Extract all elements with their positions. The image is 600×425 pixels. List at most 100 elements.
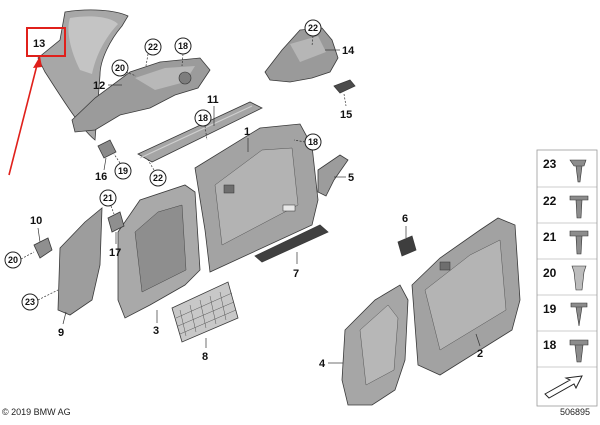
legend-icon-19 [570, 302, 588, 327]
part-6-shape [397, 235, 417, 257]
legend-num-23: 23 [543, 157, 557, 171]
part-12-label: 12 [93, 80, 105, 92]
legend-icon-22 [569, 195, 589, 219]
part-2-leader [475, 333, 481, 347]
part-10-shape [33, 237, 53, 259]
part-12-hole [178, 71, 192, 85]
leader-23 [37, 289, 59, 301]
part-3-pocket [134, 204, 187, 293]
part-6-label: 6 [402, 213, 408, 225]
svg-text:23: 23 [25, 297, 35, 307]
svg-text:22: 22 [153, 173, 163, 183]
part-9-shape [57, 207, 103, 316]
callout-circle-22c: 22 [149, 169, 167, 187]
part-15-label: 15 [340, 109, 352, 121]
part-4-label: 4 [319, 358, 326, 370]
part-8-mesh [175, 291, 237, 337]
part-2-vent [439, 261, 451, 271]
callout-circle-20b: 20 [4, 251, 22, 269]
leader-22a [145, 53, 149, 67]
leader-22c [147, 159, 155, 171]
part-1-label: 1 [244, 126, 250, 138]
highlight-arrow-head [33, 56, 42, 68]
callout-circle-22a: 22 [144, 38, 162, 56]
part-3-label: 3 [153, 325, 159, 337]
callout-circle-19: 19 [114, 162, 132, 180]
part-13-shade [68, 16, 118, 74]
part-1-inner [214, 147, 299, 246]
part-1-slot [282, 204, 296, 212]
callout-circle-18b: 18 [194, 109, 212, 127]
part-7-shape [254, 224, 329, 263]
callout-circle-20a: 20 [111, 59, 129, 77]
svg-text:18: 18 [198, 113, 208, 123]
leader-19 [113, 153, 121, 164]
callout-circle-18a: 18 [174, 37, 192, 55]
part-10-label: 10 [30, 215, 42, 227]
part-13-shape [37, 9, 129, 141]
legend-icon-21 [569, 230, 589, 255]
svg-text:22: 22 [308, 23, 318, 33]
svg-text:20: 20 [115, 63, 125, 73]
legend-num-21: 21 [543, 230, 557, 244]
callout-circle-23: 23 [21, 293, 39, 311]
leader-18b [204, 125, 208, 141]
svg-text:20: 20 [8, 255, 18, 265]
part-13-highlight-box [26, 27, 66, 57]
part-11-label: 11 [207, 94, 219, 106]
part-17-shape [107, 211, 125, 233]
part-8-frame [171, 281, 239, 343]
part-12-shade [135, 66, 195, 90]
part-2-label: 2 [477, 348, 483, 360]
part-5-shape [317, 154, 349, 197]
svg-text:18: 18 [178, 41, 188, 51]
leader-21 [110, 205, 115, 215]
leader-20b [20, 251, 35, 260]
part-15-leader [343, 93, 347, 107]
callout-circle-22b: 22 [304, 19, 322, 37]
part-4-inner [359, 304, 399, 386]
svg-text:22: 22 [148, 42, 158, 52]
leader-20a [125, 71, 137, 77]
highlight-arrow-line [8, 64, 38, 176]
part-9-label: 9 [58, 327, 64, 339]
svg-text:18: 18 [308, 137, 318, 147]
legend-icon-18 [569, 339, 589, 363]
legend-arrow-icon [544, 375, 583, 399]
legend-num-19: 19 [543, 302, 557, 316]
legend-num-18: 18 [543, 338, 557, 352]
part-14-label: 14 [342, 45, 355, 57]
part-5-label: 5 [348, 172, 354, 184]
leader-22b [311, 35, 314, 47]
leader-18c [293, 139, 306, 143]
legend-icon-23 [569, 159, 587, 183]
part-13-label: 13 [33, 38, 45, 50]
part-2-inner [424, 239, 507, 351]
part-11-shape [137, 101, 263, 163]
legend-num-20: 20 [543, 266, 557, 280]
copyright-text: © 2019 BMW AG [2, 407, 71, 417]
part-15-shape [333, 79, 356, 94]
part-10-leader [37, 227, 41, 243]
part-9-leader [62, 311, 67, 325]
part-8-net [171, 281, 239, 343]
legend-icon-20 [571, 265, 587, 291]
part-17-label: 17 [109, 247, 121, 259]
callout-circle-18c: 18 [304, 133, 322, 151]
part-7-label: 7 [293, 268, 299, 280]
part-11-edge [139, 105, 253, 159]
svg-text:21: 21 [103, 193, 113, 203]
part-16-shape [97, 139, 117, 159]
part-16-leader [103, 157, 107, 171]
legend-num-22: 22 [543, 194, 557, 208]
svg-text:19: 19 [118, 166, 128, 176]
part-1-vent [223, 184, 235, 194]
diagram-id: 506895 [560, 407, 590, 417]
part-8-label: 8 [202, 351, 208, 363]
part-14-shade [290, 36, 326, 62]
callout-circle-21: 21 [99, 189, 117, 207]
legend-frame [536, 149, 598, 407]
part-16-label: 16 [95, 171, 107, 183]
